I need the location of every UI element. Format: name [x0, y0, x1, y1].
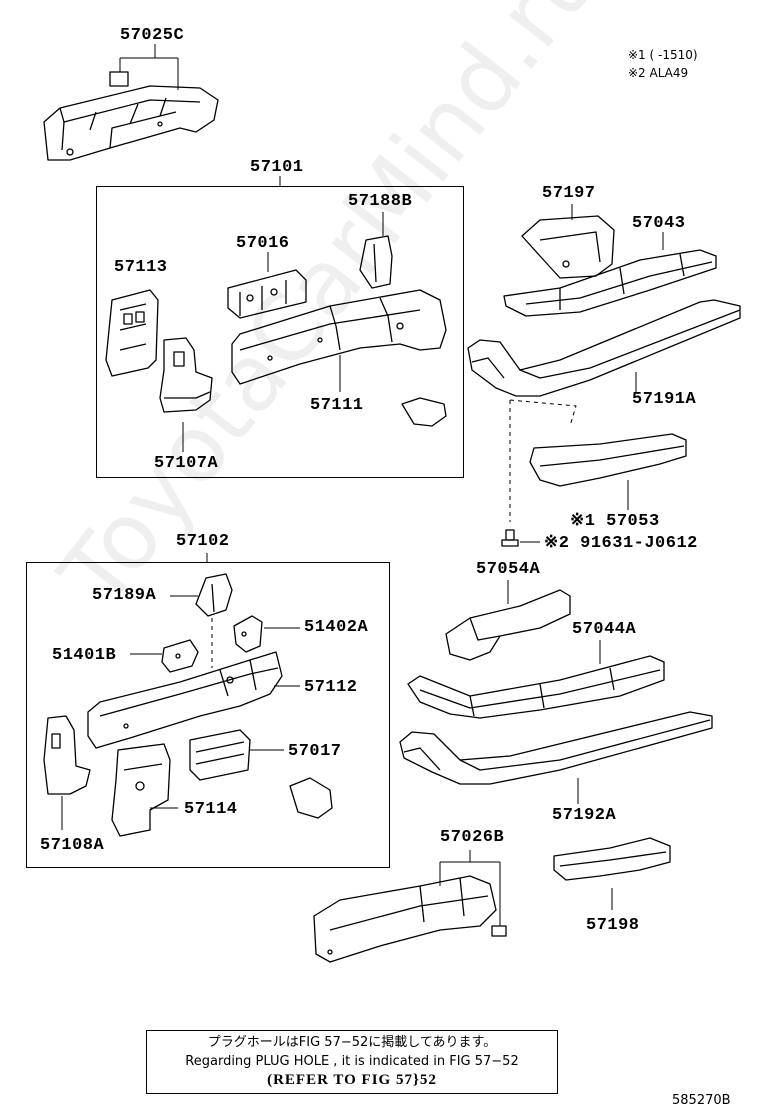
label-57198[interactable]: 57198	[586, 916, 640, 935]
label-91631[interactable]: ※2 91631-J0612	[544, 534, 698, 553]
part-57188b-drawing	[359, 212, 393, 289]
label-57054a[interactable]: 57054A	[476, 560, 541, 579]
plug-hole-note: プラグホールはFIG 57−52に掲載してあります。 Regarding PLU…	[146, 1030, 558, 1094]
part-57026b-drawing	[313, 850, 507, 963]
part-51401b-drawing	[130, 639, 199, 673]
part-57191a-drawing	[467, 299, 741, 397]
part-57113-drawing	[105, 289, 159, 377]
label-57112[interactable]: 57112	[304, 678, 358, 697]
part-57114-drawing	[111, 743, 178, 837]
label-57111[interactable]: 57111	[310, 396, 364, 415]
label-57025c[interactable]: 57025C	[120, 26, 185, 45]
part-57107a-drawing	[159, 337, 213, 452]
part-57025c-drawing	[43, 71, 219, 161]
part-57054a-drawing	[445, 580, 571, 661]
label-57108a[interactable]: 57108A	[40, 836, 105, 855]
part-57197-drawing	[521, 204, 615, 279]
part-57044a-drawing	[407, 640, 665, 719]
note-1: ※1 ( -1510)	[628, 48, 698, 62]
label-57188b[interactable]: 57188B	[348, 192, 413, 211]
part-57192a-drawing	[399, 711, 713, 804]
label-57101[interactable]: 57101	[250, 158, 304, 177]
label-57043[interactable]: 57043	[632, 214, 686, 233]
label-57192a[interactable]: 57192A	[552, 806, 617, 825]
part-57016-drawing	[227, 252, 307, 319]
label-57017[interactable]: 57017	[288, 742, 342, 761]
part-57189a-drawing	[170, 573, 233, 617]
part-57198-drawing	[553, 837, 671, 910]
part-small-bracket-drawing	[289, 777, 333, 819]
label-57026b[interactable]: 57026B	[440, 828, 505, 847]
part-57017-drawing	[189, 729, 284, 781]
part-57112-drawing	[87, 651, 300, 749]
part-57043-drawing	[503, 232, 717, 317]
group-box-57102	[26, 562, 390, 868]
part-51402a-drawing	[233, 615, 300, 653]
label-57197[interactable]: 57197	[542, 184, 596, 203]
label-57113[interactable]: 57113	[114, 258, 168, 277]
refer-to-fig-link[interactable]: (REFER TO FIG 57}52	[267, 1072, 437, 1088]
label-57107a[interactable]: 57107A	[154, 454, 219, 473]
part-57053-drawing	[529, 433, 687, 510]
group-box-57101	[96, 186, 464, 478]
bolt-91631-drawing	[501, 529, 540, 547]
note-english: Regarding PLUG HOLE , it is indicated in…	[185, 1054, 519, 1069]
label-57191a[interactable]: 57191A	[632, 390, 697, 409]
figure-code: 585270B	[672, 1093, 731, 1108]
label-57189a[interactable]: 57189A	[92, 586, 157, 605]
part-57108a-drawing	[43, 715, 91, 830]
label-51402a[interactable]: 51402A	[304, 618, 369, 637]
label-57044a[interactable]: 57044A	[572, 620, 637, 639]
note-japanese: プラグホールはFIG 57−52に掲載してあります。	[207, 1035, 497, 1050]
note-2: ※2 ALA49	[628, 66, 689, 80]
label-51401b[interactable]: 51401B	[52, 646, 117, 665]
label-57016[interactable]: 57016	[236, 234, 290, 253]
label-57114[interactable]: 57114	[184, 800, 238, 819]
part-57111-drawing	[231, 289, 447, 427]
label-57053[interactable]: ※1 57053	[570, 512, 660, 531]
label-57102[interactable]: 57102	[176, 532, 230, 551]
